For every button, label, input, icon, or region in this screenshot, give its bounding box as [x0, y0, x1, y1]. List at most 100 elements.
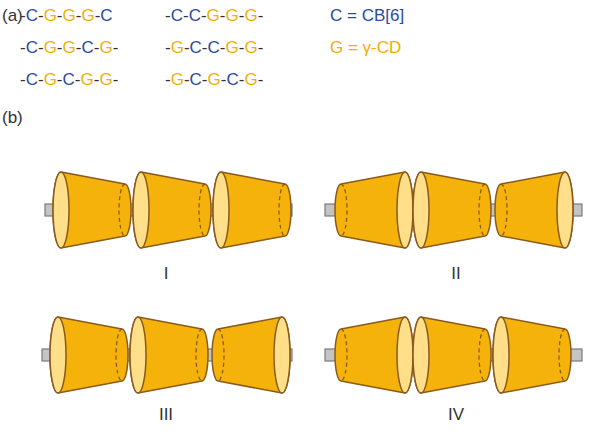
hidden-rim	[501, 184, 507, 236]
cyclodextrin-cone	[413, 317, 491, 393]
cyclodextrin-cone	[335, 172, 413, 248]
sequence-char: G	[99, 70, 112, 89]
sequence-char: G	[207, 6, 220, 25]
sequence-char: -	[165, 70, 171, 89]
sequence-char: C	[190, 70, 202, 89]
sequence-char: -	[20, 70, 26, 89]
sequence-label: -C-G-C-G-G-	[20, 70, 118, 90]
sequence-char: -	[75, 70, 81, 89]
cyclodextrin-cone	[133, 172, 211, 248]
sequence-char: -	[239, 38, 245, 57]
sequence-char: -	[239, 6, 245, 25]
sequence-char: -	[113, 70, 119, 89]
sequence-char: C	[63, 70, 75, 89]
hidden-rim	[341, 329, 347, 381]
cyclodextrin-cone	[495, 172, 573, 248]
sequence-char: -	[258, 6, 264, 25]
sequence-char: C	[26, 70, 38, 89]
sequence-char: C	[189, 6, 201, 25]
sequence-char: G	[171, 70, 184, 89]
cyclodextrin-cone	[213, 172, 291, 248]
sequence-char: -	[184, 70, 190, 89]
sequence-char: C	[26, 6, 38, 25]
sequence-char: -	[201, 6, 207, 25]
cone-rim	[53, 172, 69, 248]
hidden-rim	[199, 184, 205, 236]
sequence-char: G	[44, 70, 57, 89]
sequence-char: -	[202, 70, 208, 89]
sequence-char: -	[94, 38, 100, 57]
sequence-char: G	[63, 6, 76, 25]
sequence-label: -G-C-C-G-G-	[165, 38, 263, 58]
hidden-rim	[279, 184, 285, 236]
sequence-char: -	[220, 6, 226, 25]
roman-numeral: II	[451, 264, 460, 284]
sequence-char: -	[76, 6, 82, 25]
sequence-label: -C-C-G-G-G-	[165, 6, 263, 26]
sequence-char: C	[81, 38, 93, 57]
sequence-char: G	[244, 38, 257, 57]
cone-rim	[274, 317, 290, 393]
sequence-label: -G-C-G-C-G-	[165, 70, 263, 90]
cone-rim	[413, 172, 429, 248]
sequence-char: -	[239, 70, 245, 89]
sequence-char: G	[44, 38, 57, 57]
sequence-char: G	[63, 38, 76, 57]
key-label: C = CB[6]	[330, 6, 404, 26]
hidden-rim	[479, 329, 485, 381]
roman-numeral: IV	[448, 405, 464, 425]
sequence-char: -	[258, 38, 264, 57]
roman-numeral: I	[164, 264, 169, 284]
hidden-rim	[116, 329, 122, 381]
sequence-char: -	[113, 38, 119, 57]
sequence-char: -	[38, 6, 44, 25]
cyclodextrin-cone	[335, 317, 413, 393]
cone-rim	[130, 317, 146, 393]
roman-numeral: III	[159, 405, 173, 425]
sequence-char: -	[202, 38, 208, 57]
sequence-char: G	[80, 70, 93, 89]
sequence-char: -	[20, 38, 26, 57]
cyclodextrin-cone	[413, 172, 491, 248]
sequence-char: -	[94, 70, 100, 89]
sequence-char: C	[26, 38, 38, 57]
sequence-char: C	[226, 70, 238, 89]
sequence-char: G	[225, 38, 238, 57]
cone-rim	[413, 317, 429, 393]
cone-rim	[493, 317, 509, 393]
sequence-char: -	[57, 6, 63, 25]
sequence-char: G	[244, 70, 257, 89]
sequence-char: G	[208, 70, 221, 89]
sequence-char: C	[208, 38, 220, 57]
sequence-char: G	[81, 6, 94, 25]
sequence-char: G	[99, 38, 112, 57]
key-label: G = γ-CD	[330, 38, 401, 58]
hidden-rim	[218, 329, 224, 381]
panel-label: (a)	[2, 6, 23, 26]
sequence-char: -	[38, 70, 44, 89]
sequence-char: C	[100, 6, 112, 25]
cyclodextrin-cone	[50, 317, 128, 393]
cone-rim	[397, 172, 413, 248]
cone-rim	[397, 317, 413, 393]
sequence-char: G	[244, 6, 257, 25]
hidden-rim	[341, 184, 347, 236]
sequence-char: -	[165, 38, 171, 57]
cyclodextrin-cone	[130, 317, 208, 393]
sequence-char: -	[165, 6, 171, 25]
sequence-char: -	[38, 38, 44, 57]
cone-rim	[50, 317, 66, 393]
cone-rim	[213, 172, 229, 248]
sequence-char: -	[221, 70, 227, 89]
hidden-rim	[479, 184, 485, 236]
sequence-char: -	[57, 38, 63, 57]
hidden-rim	[196, 329, 202, 381]
cone-rim	[133, 172, 149, 248]
hidden-rim	[119, 184, 125, 236]
sequence-char: -	[95, 6, 101, 25]
sequence-char: G	[44, 6, 57, 25]
sequence-char: G	[225, 6, 238, 25]
sequence-char: -	[258, 70, 264, 89]
sequence-label: -C-G-G-C-G-	[20, 38, 118, 58]
